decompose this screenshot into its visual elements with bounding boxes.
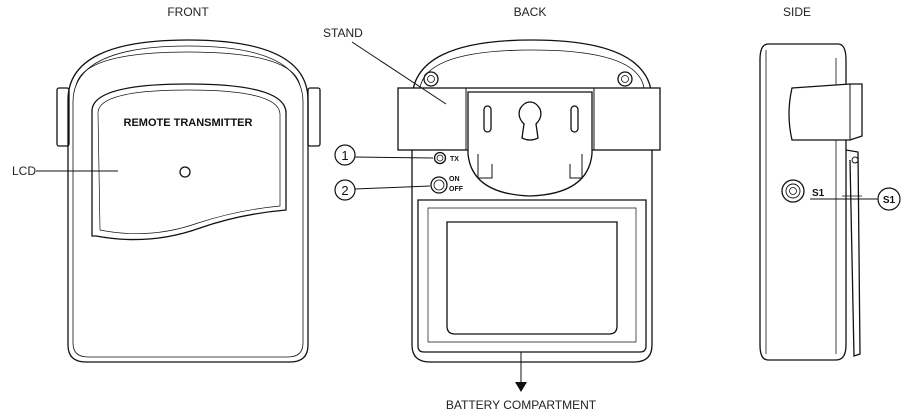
front-body-outline	[67, 39, 309, 363]
front-screen-inner	[97, 89, 281, 235]
lcd-label: LCD	[12, 164, 36, 178]
on-off-button	[430, 176, 448, 194]
callout-1: 1	[341, 148, 348, 163]
battery-compartment-lid	[446, 221, 618, 335]
front-body-inner	[72, 45, 304, 358]
off-label: OFF	[449, 186, 464, 193]
tx-label: TX	[450, 156, 459, 163]
back-screw-right	[617, 71, 633, 87]
back-view-title: BACK	[514, 5, 547, 19]
front-screen	[91, 83, 287, 241]
front-left-tab	[56, 87, 70, 147]
front-led	[179, 166, 191, 178]
back-clip-plate	[467, 91, 593, 197]
battery-compartment-outer	[417, 199, 647, 353]
side-view-title: SIDE	[783, 5, 811, 19]
front-screen-text: REMOTE TRANSMITTER	[124, 117, 253, 129]
front-top-band	[75, 51, 301, 87]
s1-callout: S1	[883, 195, 896, 206]
side-view	[759, 43, 863, 361]
s1-button	[781, 179, 805, 203]
battery-arrow-icon	[515, 382, 527, 392]
front-view	[56, 39, 321, 363]
back-view	[397, 39, 661, 363]
s1-callout-circle	[877, 187, 901, 211]
tx-button	[433, 151, 447, 165]
callout-2-leader	[354, 185, 431, 190]
callout-2: 2	[341, 183, 348, 198]
side-stand	[788, 83, 863, 141]
on-label: ON	[449, 176, 460, 183]
battery-compartment-label: BATTERY COMPARTMENT	[446, 398, 597, 412]
callout-1-leader	[354, 156, 434, 159]
back-slot-right	[570, 105, 579, 133]
back-body-outline	[411, 39, 653, 363]
callout-2-circle	[334, 179, 356, 201]
back-slot-left	[483, 105, 492, 133]
back-screw-left	[423, 71, 439, 87]
back-keyhole	[518, 101, 542, 141]
stand-label: STAND	[323, 26, 363, 40]
callout-1-circle	[334, 144, 356, 166]
back-top-band	[419, 49, 645, 89]
side-body	[759, 43, 847, 361]
front-view-title: FRONT	[167, 5, 209, 19]
side-belt-clip	[845, 149, 861, 357]
front-right-tab	[307, 87, 321, 147]
stand-leader	[351, 41, 447, 105]
s1-label: S1	[812, 188, 825, 199]
